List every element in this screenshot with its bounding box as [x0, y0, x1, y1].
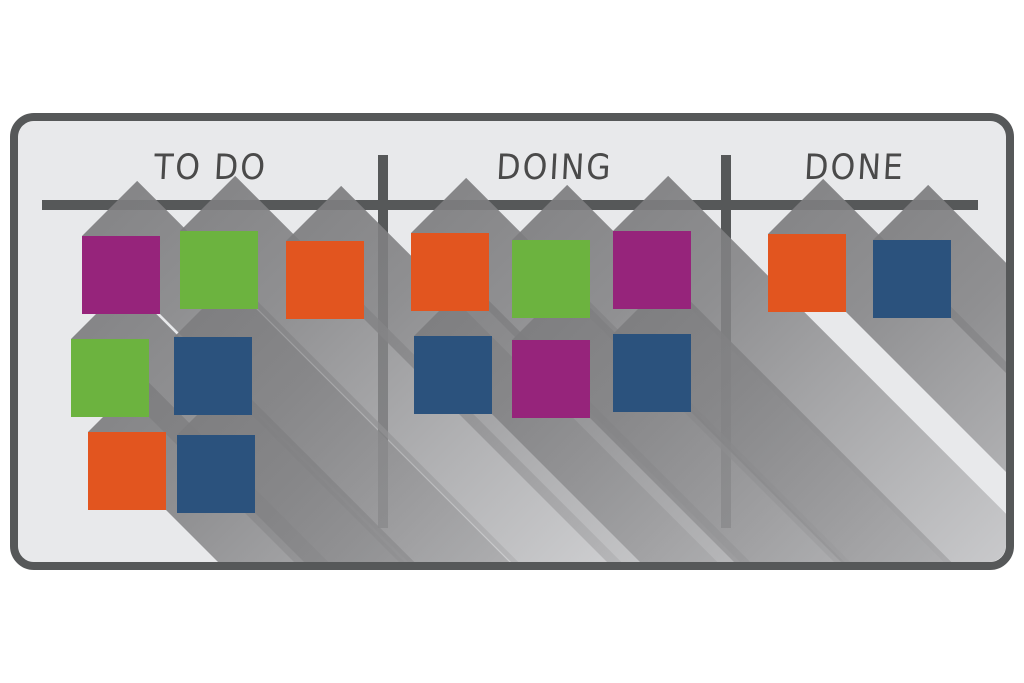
sticky-card[interactable]	[177, 379, 1006, 562]
sticky-card[interactable]	[512, 284, 1006, 562]
sticky-card[interactable]	[512, 184, 1006, 562]
sticky-card[interactable]	[174, 281, 1006, 562]
sticky-card[interactable]	[88, 376, 921, 562]
sticky-card[interactable]	[411, 177, 1006, 562]
card-face[interactable]	[414, 336, 492, 414]
card-face[interactable]	[768, 234, 846, 312]
sticky-card[interactable]	[768, 178, 1006, 562]
card-face[interactable]	[286, 241, 364, 319]
sticky-card[interactable]	[82, 180, 915, 562]
sticky-card[interactable]	[71, 283, 904, 562]
card-face[interactable]	[177, 435, 255, 513]
card-face[interactable]	[613, 334, 691, 412]
card-face[interactable]	[512, 240, 590, 318]
card-face[interactable]	[613, 231, 691, 309]
card-face[interactable]	[88, 432, 166, 510]
card-face[interactable]	[174, 337, 252, 415]
card-face[interactable]	[411, 233, 489, 311]
sticky-card[interactable]	[613, 278, 1006, 562]
sticky-card[interactable]	[180, 175, 1006, 562]
column-title-todo: TO DO	[152, 148, 269, 188]
card-face[interactable]	[71, 339, 149, 417]
card-face[interactable]	[180, 231, 258, 309]
card-face[interactable]	[873, 240, 951, 318]
sticky-card[interactable]	[613, 175, 1006, 562]
card-face[interactable]	[512, 340, 590, 418]
sticky-card[interactable]	[414, 280, 1006, 562]
card-face[interactable]	[82, 236, 160, 314]
column-title-done: DONE	[803, 148, 906, 188]
sticky-card[interactable]	[873, 184, 1006, 562]
sticky-card[interactable]	[286, 185, 1006, 562]
header-rule	[42, 200, 978, 210]
